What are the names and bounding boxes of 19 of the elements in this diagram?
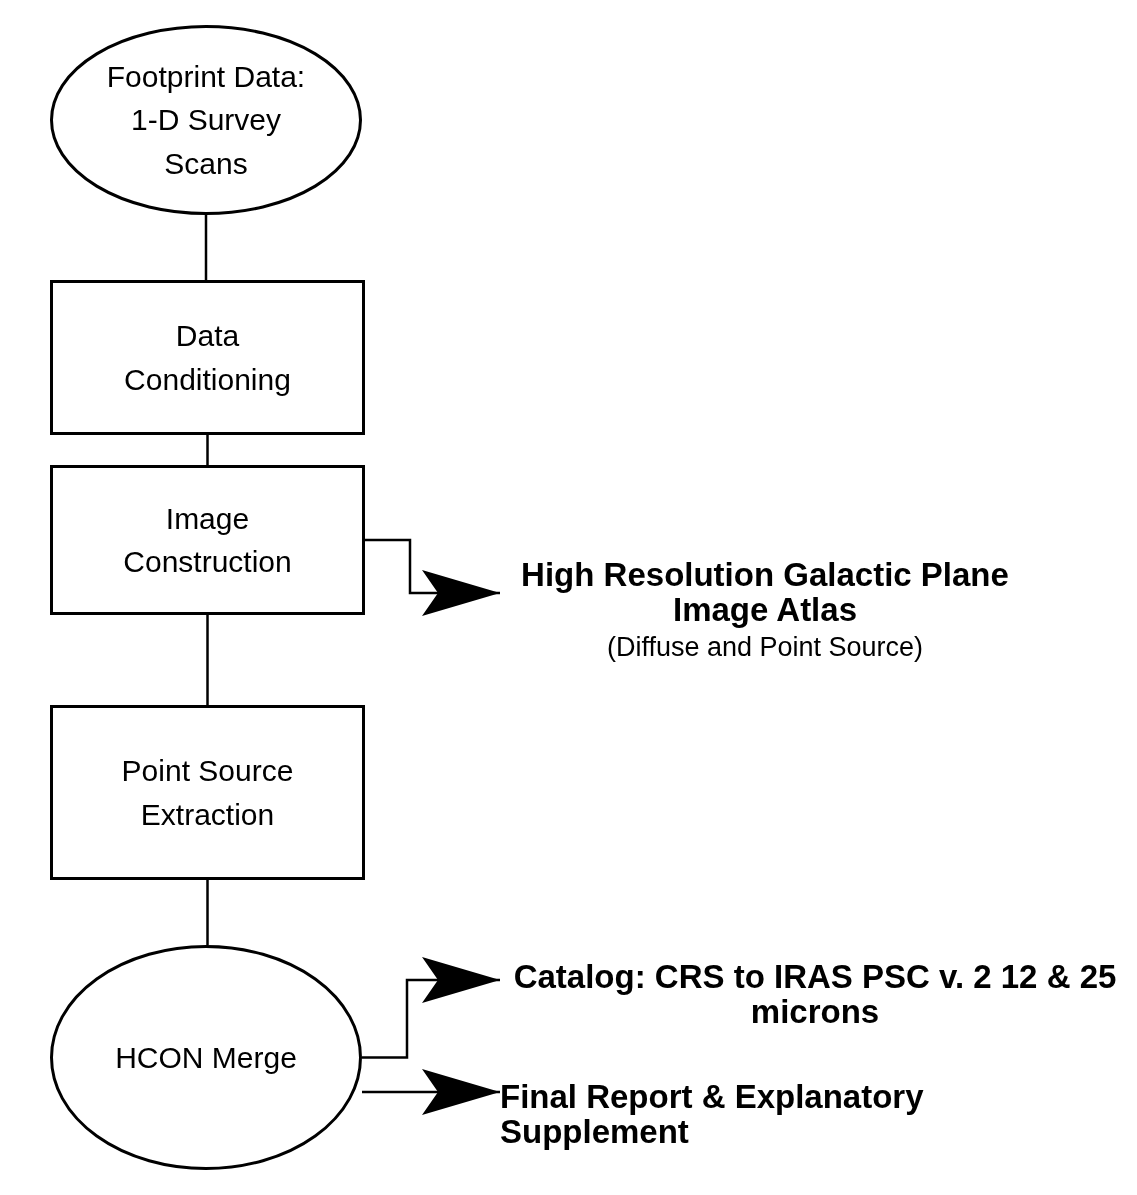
process-box bbox=[50, 465, 365, 615]
connector-line bbox=[206, 615, 209, 705]
arrow bbox=[365, 538, 500, 616]
output-label: High Resolution Galactic Plane Image Atlas bbox=[520, 558, 1010, 628]
output-label: (Diffuse and Point Source) bbox=[606, 633, 924, 662]
node-label: Footprint Data: 1-D Survey Scans bbox=[106, 58, 306, 182]
process-box bbox=[50, 280, 365, 435]
process-box bbox=[50, 705, 365, 880]
output-label: Catalog: CRS to IRAS PSC v. 2 12 & 25 microns bbox=[512, 960, 1118, 1030]
output-label: Final Report & Explanatory Supplement bbox=[500, 1080, 925, 1150]
node-label: Point Source Extraction bbox=[120, 753, 295, 833]
connector-line bbox=[206, 880, 209, 945]
node-label: Data Conditioning bbox=[123, 318, 292, 398]
arrow bbox=[362, 1069, 500, 1115]
connector-line bbox=[204, 215, 208, 280]
node-label: HCON Merge bbox=[114, 1039, 298, 1076]
connector-line bbox=[206, 435, 209, 465]
arrow bbox=[362, 957, 500, 1059]
node-label: Image Construction bbox=[122, 500, 293, 580]
